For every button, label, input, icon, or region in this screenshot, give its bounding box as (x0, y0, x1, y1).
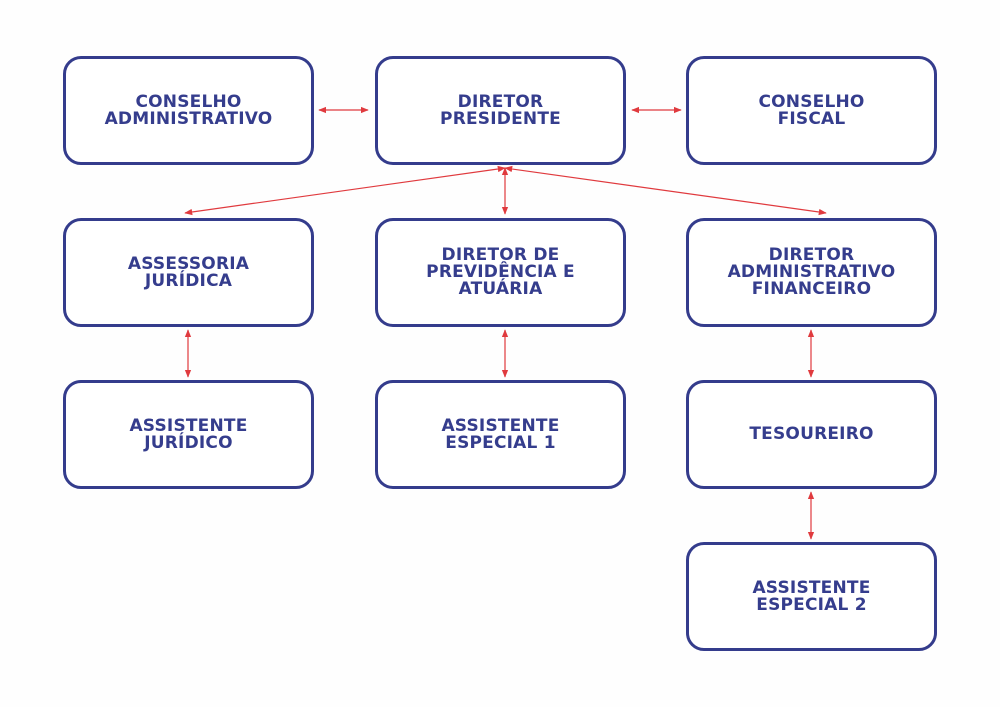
node-label: DIRETOR ADMINISTRATIVO FINANCEIRO (727, 245, 896, 299)
node-diretor-presidente: DIRETOR PRESIDENTE (375, 56, 626, 165)
node-label: ASSISTENTE ESPECIAL 2 (752, 577, 871, 615)
node-conselho-administrativo: CONSELHO ADMINISTRATIVO (63, 56, 314, 165)
node-label: TESOUREIRO (749, 424, 874, 444)
connector-presidente-diretor-administrativo (504, 165, 827, 216)
node-label: DIRETOR DE PREVIDÊNCIA E ATUÁRIA (426, 245, 575, 299)
node-label: CONSELHO ADMINISTRATIVO (104, 91, 273, 129)
node-assistente-juridico: ASSISTENTE JURÍDICO (63, 380, 314, 489)
node-assistente-especial-1: ASSISTENTE ESPECIAL 1 (375, 380, 626, 489)
node-label: DIRETOR PRESIDENTE (440, 91, 561, 129)
node-assistente-especial-2: ASSISTENTE ESPECIAL 2 (686, 542, 937, 651)
node-diretor-previdencia: DIRETOR DE PREVIDÊNCIA E ATUÁRIA (375, 218, 626, 327)
node-conselho-fiscal: CONSELHO FISCAL (686, 56, 937, 165)
node-label: ASSESSORIA JURÍDICA (127, 253, 250, 291)
node-label: ASSISTENTE ESPECIAL 1 (441, 415, 560, 453)
node-assessoria-juridica: ASSESSORIA JURÍDICA (63, 218, 314, 327)
node-label: ASSISTENTE JURÍDICO (129, 415, 248, 453)
connector-presidente-assessoria (184, 165, 506, 216)
node-diretor-administrativo: DIRETOR ADMINISTRATIVO FINANCEIRO (686, 218, 937, 327)
node-tesoureiro: TESOUREIRO (686, 380, 937, 489)
node-label: CONSELHO FISCAL (758, 91, 865, 129)
